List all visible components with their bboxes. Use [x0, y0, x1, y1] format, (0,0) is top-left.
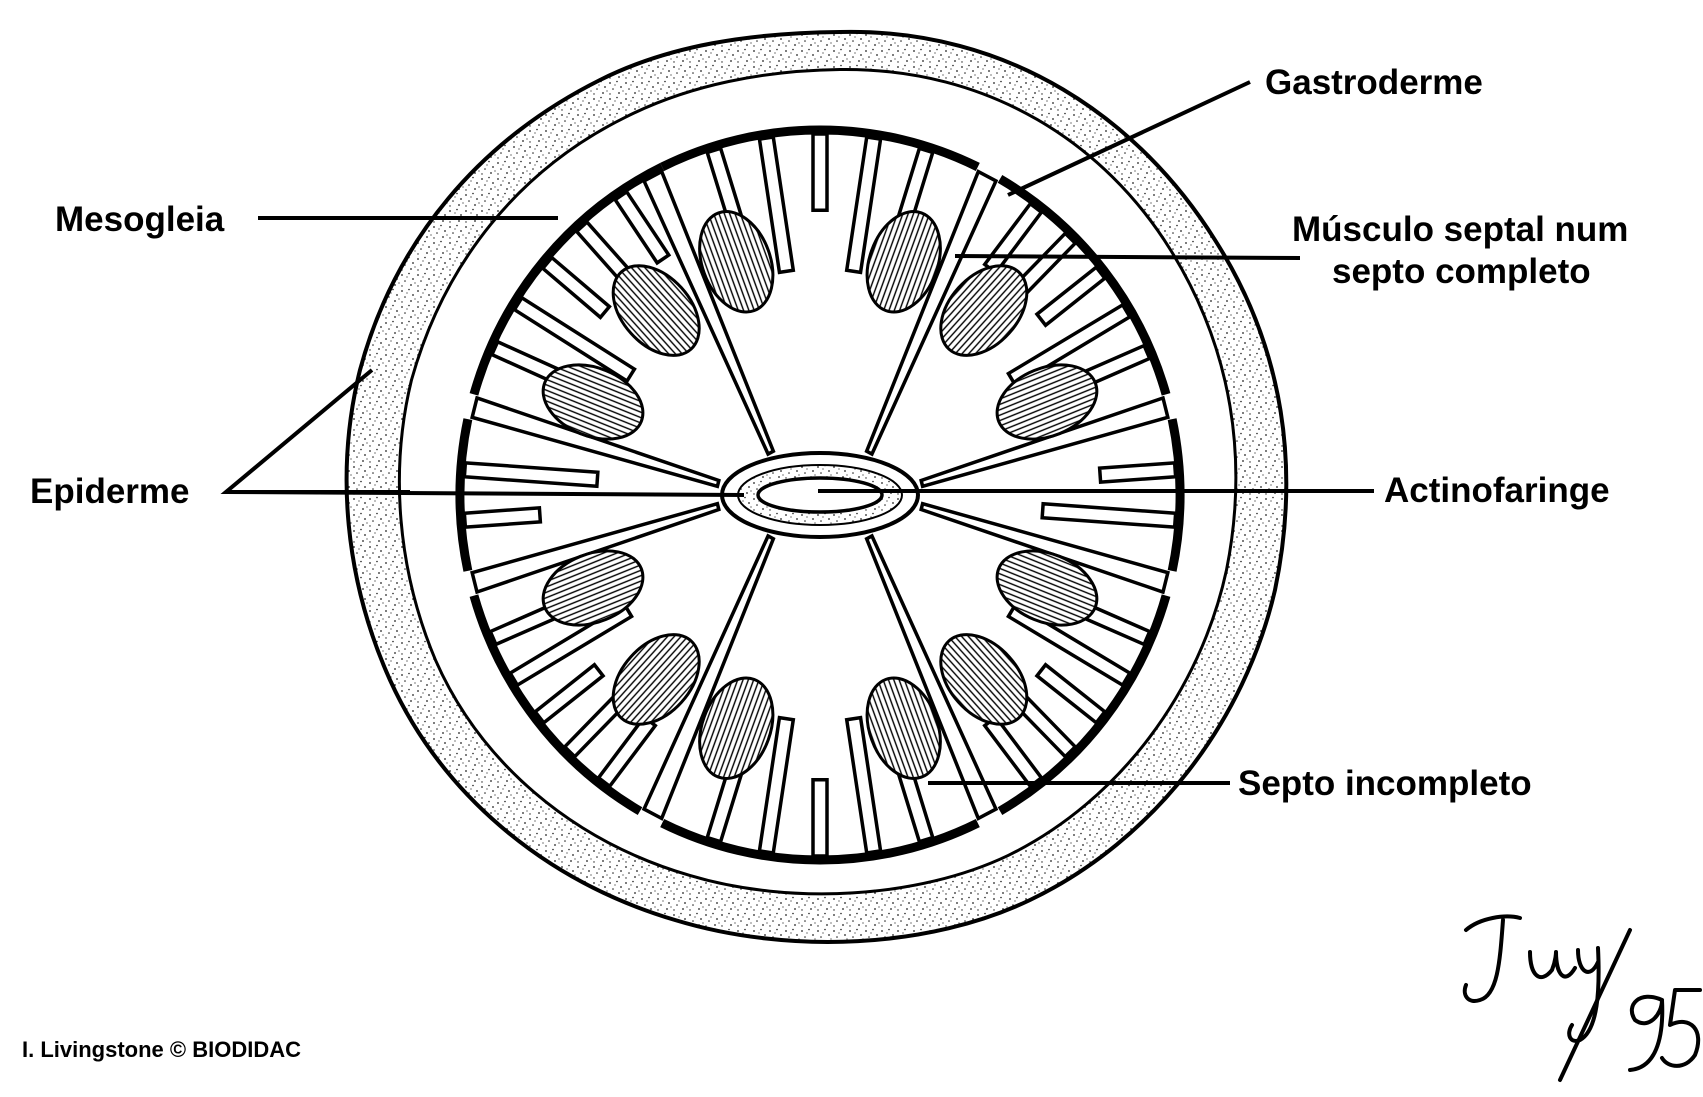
septal-muscle-10: [939, 264, 1029, 357]
septal-muscle-1: [698, 210, 775, 314]
incomplete-septum-9: [1006, 302, 1133, 389]
incomplete-septum-20: [811, 777, 829, 858]
septal-muscle-9: [611, 264, 701, 357]
gastroderm-arc-2: [997, 175, 1171, 396]
septal-muscle-6: [698, 676, 775, 780]
septal-muscle-11: [939, 633, 1029, 726]
gastroderm-arc-3: [1167, 418, 1185, 572]
gastroderm-arc-6: [469, 594, 643, 815]
incomplete-septum-11: [1097, 460, 1178, 484]
label-musculo-septal-line2: septo completo: [1332, 252, 1591, 291]
credit-text: I. Livingstone © BIODIDAC: [22, 1037, 301, 1062]
incomplete-septum-34: [612, 189, 672, 266]
incomplete-septum-32: [540, 255, 612, 320]
leader-gastroderme: [1007, 80, 1251, 197]
complete-septum-6: [641, 533, 776, 821]
incomplete-septum-21: [757, 715, 796, 855]
complete-septum-4: [919, 501, 1170, 595]
incomplete-septum-3: [811, 132, 829, 213]
label-actinofaringe: Actinofaringe: [1384, 471, 1610, 510]
incomplete-septum-31: [511, 295, 637, 384]
septal-muscle-3: [995, 363, 1099, 441]
septal-muscle-12: [611, 633, 701, 726]
complete-septum-2: [864, 169, 999, 457]
incomplete-septum-26: [507, 601, 634, 688]
complete-septum-1: [641, 169, 776, 457]
signature: [1462, 914, 1702, 1082]
gastroderm-arc-4: [997, 594, 1171, 815]
septal-muscle-8: [541, 363, 645, 441]
leader-epiderme-inner: [225, 490, 745, 497]
complete-septum-5: [864, 533, 999, 821]
label-septo-incompleto: Septo incompleto: [1238, 764, 1532, 803]
septal-muscle-7: [541, 549, 645, 627]
complete-septum-8: [470, 395, 721, 489]
complete-septum-7: [470, 501, 721, 595]
septal-muscles-group: [541, 210, 1099, 780]
septal-muscle-5: [865, 676, 942, 780]
incomplete-septum-8: [1034, 264, 1108, 328]
incomplete-septum-23: [596, 714, 658, 789]
gastroderm-arc-8: [469, 162, 665, 396]
incomplete-septum-2: [757, 135, 796, 275]
incomplete-septum-4: [844, 135, 883, 275]
label-epiderme: Epiderme: [30, 472, 190, 511]
label-mesogleia: Mesogleia: [55, 200, 225, 239]
label-gastroderme: Gastroderme: [1265, 63, 1483, 102]
septal-muscle-2: [865, 210, 942, 314]
incomplete-septum-29: [462, 460, 600, 489]
incomplete-septum-12: [1040, 501, 1178, 530]
gastroderm-arc-1: [660, 125, 980, 171]
gastroderm-arc-5: [660, 819, 980, 865]
label-musculo-septal-line1: Músculo septal num: [1292, 210, 1628, 249]
leader-lines: [220, 80, 1374, 785]
incomplete-septum-25: [532, 662, 606, 726]
incomplete-septum-19: [844, 715, 883, 855]
actinopharynx: [720, 451, 920, 539]
complete-septum-3: [919, 395, 1170, 489]
incomplete-septum-15: [1034, 662, 1108, 726]
incomplete-septum-28: [462, 506, 543, 530]
leader-musculo-septal: [954, 254, 1301, 260]
septal-muscle-4: [995, 549, 1099, 627]
